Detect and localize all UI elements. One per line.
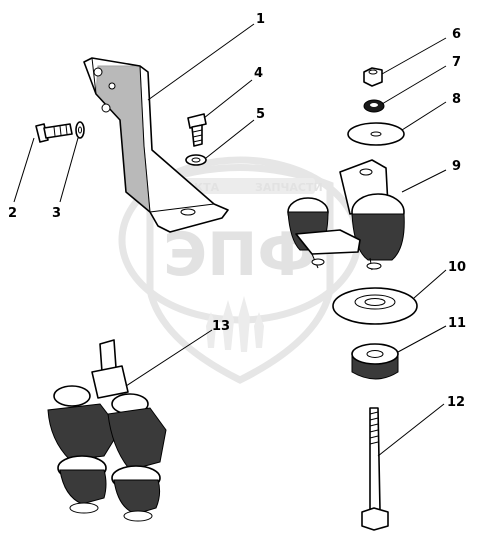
callout-2: 2	[8, 206, 17, 221]
leader-7	[381, 65, 447, 105]
leader-11	[397, 325, 447, 353]
leader-9	[401, 169, 447, 193]
part-9-rubber-mount	[287, 159, 405, 271]
callout-12: 12	[447, 395, 465, 410]
leader-6	[381, 37, 447, 75]
leader-5	[205, 119, 255, 159]
callout-13: 13	[212, 319, 230, 334]
part-3-washer	[75, 121, 85, 139]
callout-9: 9	[452, 159, 461, 174]
callout-6: 6	[452, 27, 461, 42]
callout-1: 1	[256, 12, 265, 27]
part-11-spacer	[351, 343, 399, 380]
callout-8: 8	[452, 92, 461, 107]
part-10-cup-washer	[332, 287, 418, 325]
callout-numbers: 1 2 3 4 5 6 7 8 9 10 11 12 13	[8, 12, 466, 410]
part-13-assembled-mount	[47, 339, 167, 522]
callout-5: 5	[256, 107, 265, 122]
part-4-bolt	[187, 113, 207, 147]
part-2-bolt	[35, 123, 73, 143]
callout-3: 3	[52, 206, 61, 221]
leader-1	[147, 23, 255, 101]
leader-10	[413, 269, 447, 299]
part-5-washer	[185, 154, 207, 166]
part-6-nut	[363, 67, 383, 87]
callout-7: 7	[452, 55, 461, 70]
leader-4	[203, 79, 253, 119]
leader-2	[13, 137, 35, 203]
leader-12	[377, 403, 445, 457]
leader-13	[125, 329, 213, 387]
part-12-long-bolt	[361, 407, 389, 531]
part-1-bracket	[83, 57, 229, 233]
leader-8	[401, 101, 447, 131]
callout-4: 4	[254, 66, 263, 81]
leader-3	[59, 137, 79, 203]
part-7-lock-washer	[363, 99, 385, 113]
callout-11: 11	[448, 316, 466, 331]
watermark-band-right: ЗАПЧАСТИ	[255, 181, 323, 194]
part-8-flat-washer	[347, 122, 405, 146]
leader-lines	[13, 23, 447, 457]
callout-10: 10	[448, 260, 466, 275]
